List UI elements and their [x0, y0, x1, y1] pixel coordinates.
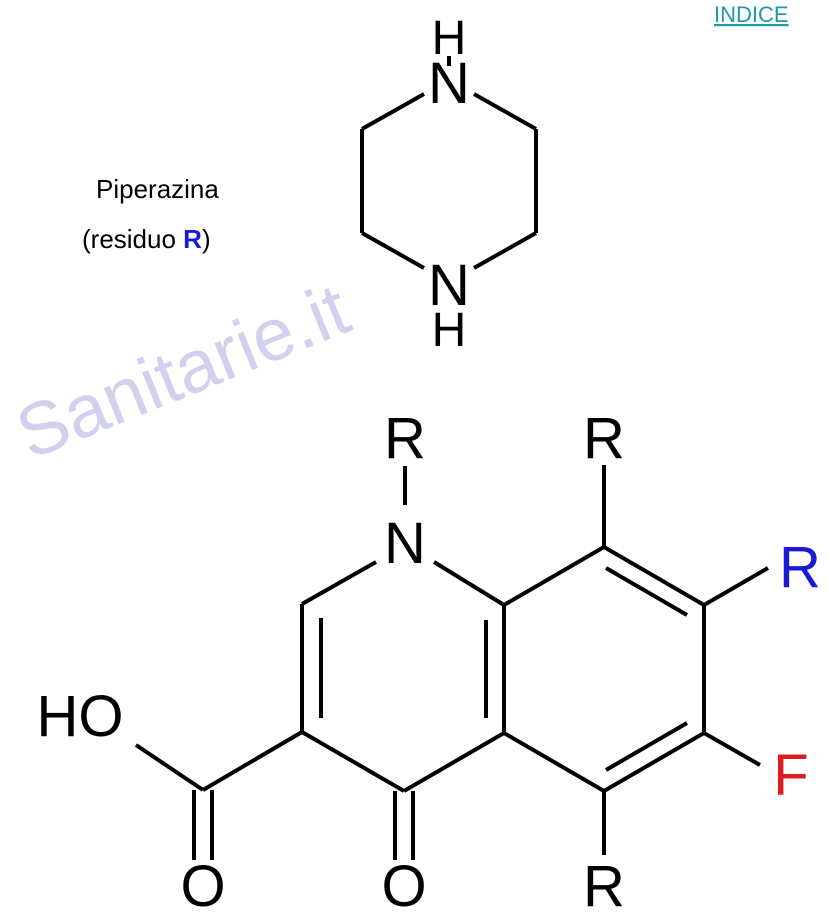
bond-pip-3: [361, 231, 425, 270]
atom-o-carbonyl: O: [180, 854, 225, 917]
bond-c4-c4a: [402, 731, 506, 793]
caption-suffix: ): [202, 224, 211, 254]
atom-r-c5: R: [583, 854, 625, 917]
watermark-text: Sanitarie.it: [5, 267, 361, 475]
piperazine-h-bottom: H: [432, 304, 467, 357]
bond-pip-4: [473, 92, 537, 131]
index-link[interactable]: INDICE: [714, 2, 789, 27]
bond-c8-c7: [602, 545, 706, 607]
caption-prefix: (residuo: [82, 224, 183, 254]
piperazine-h-top: H: [432, 12, 467, 65]
bond-c6-f: [703, 731, 761, 767]
atom-o-keto: O: [381, 854, 426, 917]
atom-r-c7-piperazine: R: [779, 535, 821, 600]
bond-pip-1: [361, 92, 425, 131]
piperazine-n-bottom: N: [428, 253, 470, 318]
bond-c3-c4: [300, 730, 406, 793]
bond-c7-r: [702, 566, 770, 607]
piperazine-n-top: N: [428, 51, 470, 116]
bond-c3-cooh: [201, 730, 304, 792]
quinolone-bonds: [134, 465, 770, 860]
bond-cooh-oh: [134, 743, 205, 792]
atom-hydroxyl: HO: [37, 684, 124, 749]
atom-r-c8: R: [583, 406, 625, 471]
atom-r-n1: R: [384, 406, 426, 471]
bond-c8a-n1: [432, 560, 506, 607]
atom-fluorine: F: [773, 743, 808, 808]
caption-residue-r: R: [183, 224, 202, 254]
bond-c8-c7-double: [604, 566, 689, 617]
piperazine-caption-title: Piperazina: [96, 174, 219, 204]
bond-c5-c4a: [502, 731, 606, 793]
piperazine-caption-subtitle: (residuo R): [82, 224, 211, 254]
bond-n1-c2: [301, 560, 377, 606]
bond-pip-6: [473, 231, 537, 270]
bond-c8a-c8: [502, 545, 606, 607]
bond-c6-c5: [602, 731, 706, 793]
bond-c6-c5-double: [604, 721, 689, 772]
piperazine-ring: [360, 56, 538, 270]
atom-n1: N: [384, 511, 426, 576]
